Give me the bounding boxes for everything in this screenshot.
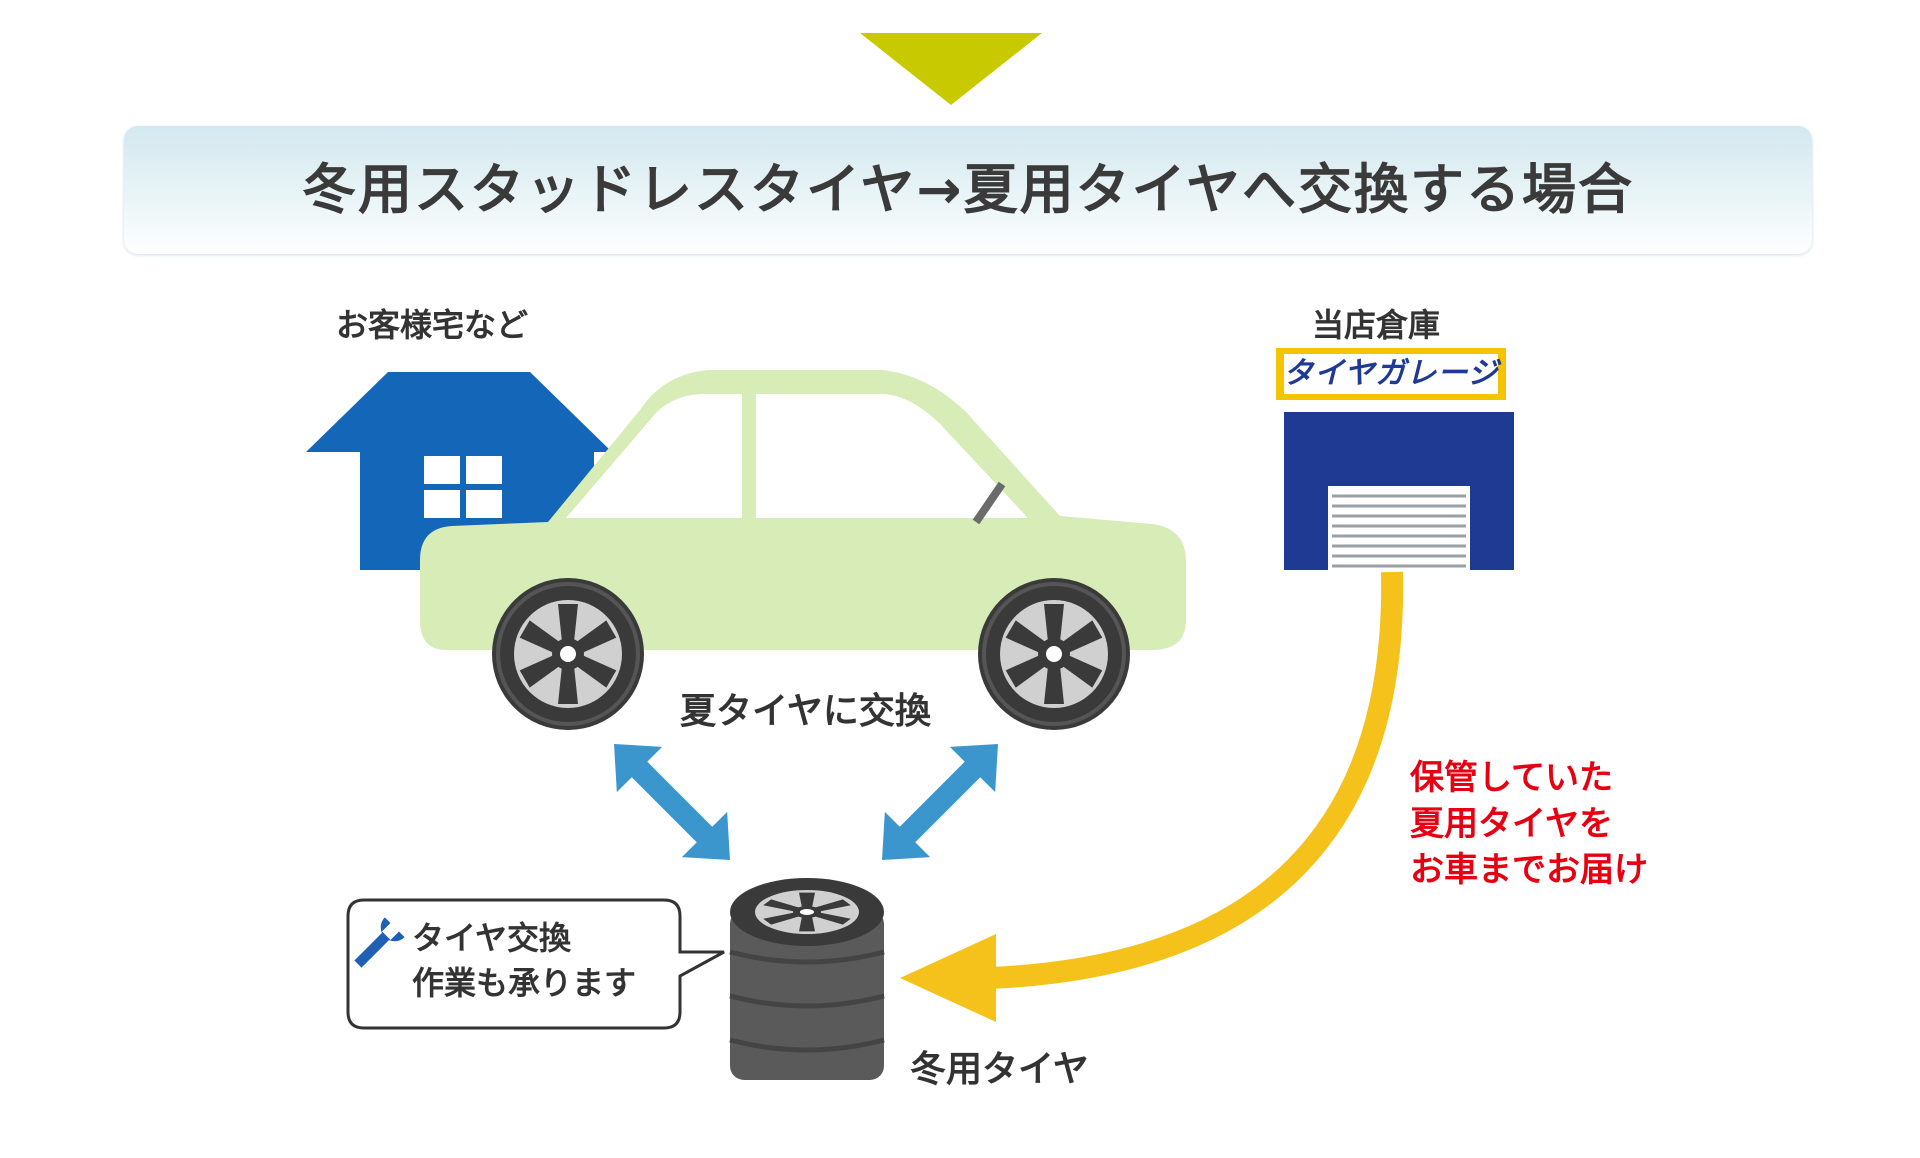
winter-tires-label: 冬用タイヤ: [910, 1049, 1089, 1090]
service-bubble-line: 作業も承ります: [412, 964, 637, 1002]
warehouse-icon: [1276, 348, 1514, 570]
title-banner: [124, 126, 1812, 254]
shutter-icon: [1328, 486, 1470, 570]
curved-arrow-icon: [900, 571, 1404, 1022]
rear-wheel-icon: [976, 576, 1132, 732]
double-arrow-icon: [614, 744, 998, 860]
front-wheel-icon: [490, 576, 646, 732]
delivery-note-line: 保管していた: [1410, 758, 1613, 798]
speech-bubble: [346, 898, 725, 1030]
delivery-note: 保管していた 夏用タイヤを お車までお届け: [1410, 755, 1648, 893]
delivery-note-line: お車までお届け: [1410, 850, 1648, 890]
warehouse-label: 当店倉庫: [1312, 306, 1441, 344]
service-bubble-line: タイヤ交換: [412, 919, 572, 957]
service-bubble-text: タイヤ交換 作業も承ります: [412, 916, 636, 1006]
delivery-note-line: 夏用タイヤを: [1410, 804, 1613, 844]
brand-logo-text: タイヤガレージ: [1283, 356, 1499, 391]
page-title: 冬用スタッドレスタイヤ→夏用タイヤへ交換する場合: [301, 158, 1634, 221]
wrench-icon: [354, 917, 405, 968]
house-icon: [306, 372, 612, 570]
swap-label: 夏タイヤに交換: [680, 691, 931, 732]
customer-home-label: お客様宅など: [336, 306, 529, 344]
tire-stack-icon: [729, 878, 885, 1080]
down-triangle-icon: [860, 33, 1042, 105]
car-icon: [420, 370, 1186, 650]
